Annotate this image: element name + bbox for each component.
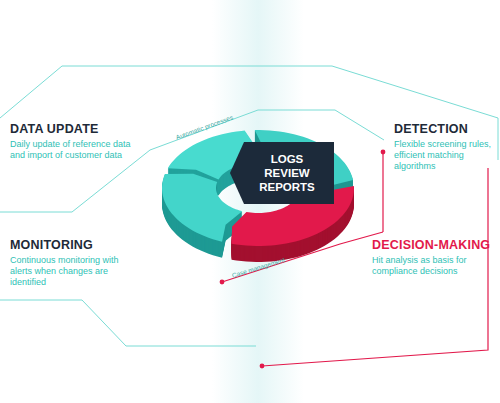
outline-line [0, 300, 256, 346]
outline-line [498, 118, 499, 160]
callout-label: LOGS REVIEW REPORTS [244, 142, 334, 204]
section-block: MONITORING Continuous monitoring with ale… [10, 238, 160, 288]
cycle-ring [162, 130, 354, 262]
red-line [382, 152, 383, 232]
section-description: Continuous monitoring with alerts when c… [10, 255, 136, 288]
section-block: DETECTION Flexible screening rules, effic… [394, 122, 498, 172]
section-block: DECISION-MAKING Hit analysis as basis for… [372, 238, 498, 277]
line-dot [260, 364, 265, 369]
section-heading: MONITORING [10, 238, 160, 253]
line-dot [381, 150, 386, 155]
callout-box: LOGS REVIEW REPORTS [230, 142, 334, 204]
section-description: Hit analysis as basis for compliance dec… [372, 255, 490, 277]
section-description: Flexible screening rules, efficient matc… [394, 139, 498, 172]
callout-fill [230, 142, 334, 204]
ring-segment [162, 174, 242, 242]
outline-line [0, 66, 498, 118]
section-description: Daily update of reference data and impor… [10, 139, 138, 161]
section-block: DATA UPDATE Daily update of reference dat… [10, 122, 160, 161]
section-heading: DECISION-MAKING [372, 238, 498, 253]
ring-side-face [162, 175, 242, 243]
outline-lines [0, 66, 498, 346]
ring-side [162, 131, 354, 247]
section-heading: DATA UPDATE [10, 122, 160, 137]
ring-top [162, 130, 354, 246]
line-dot [220, 280, 225, 285]
section-heading: DETECTION [394, 122, 498, 137]
